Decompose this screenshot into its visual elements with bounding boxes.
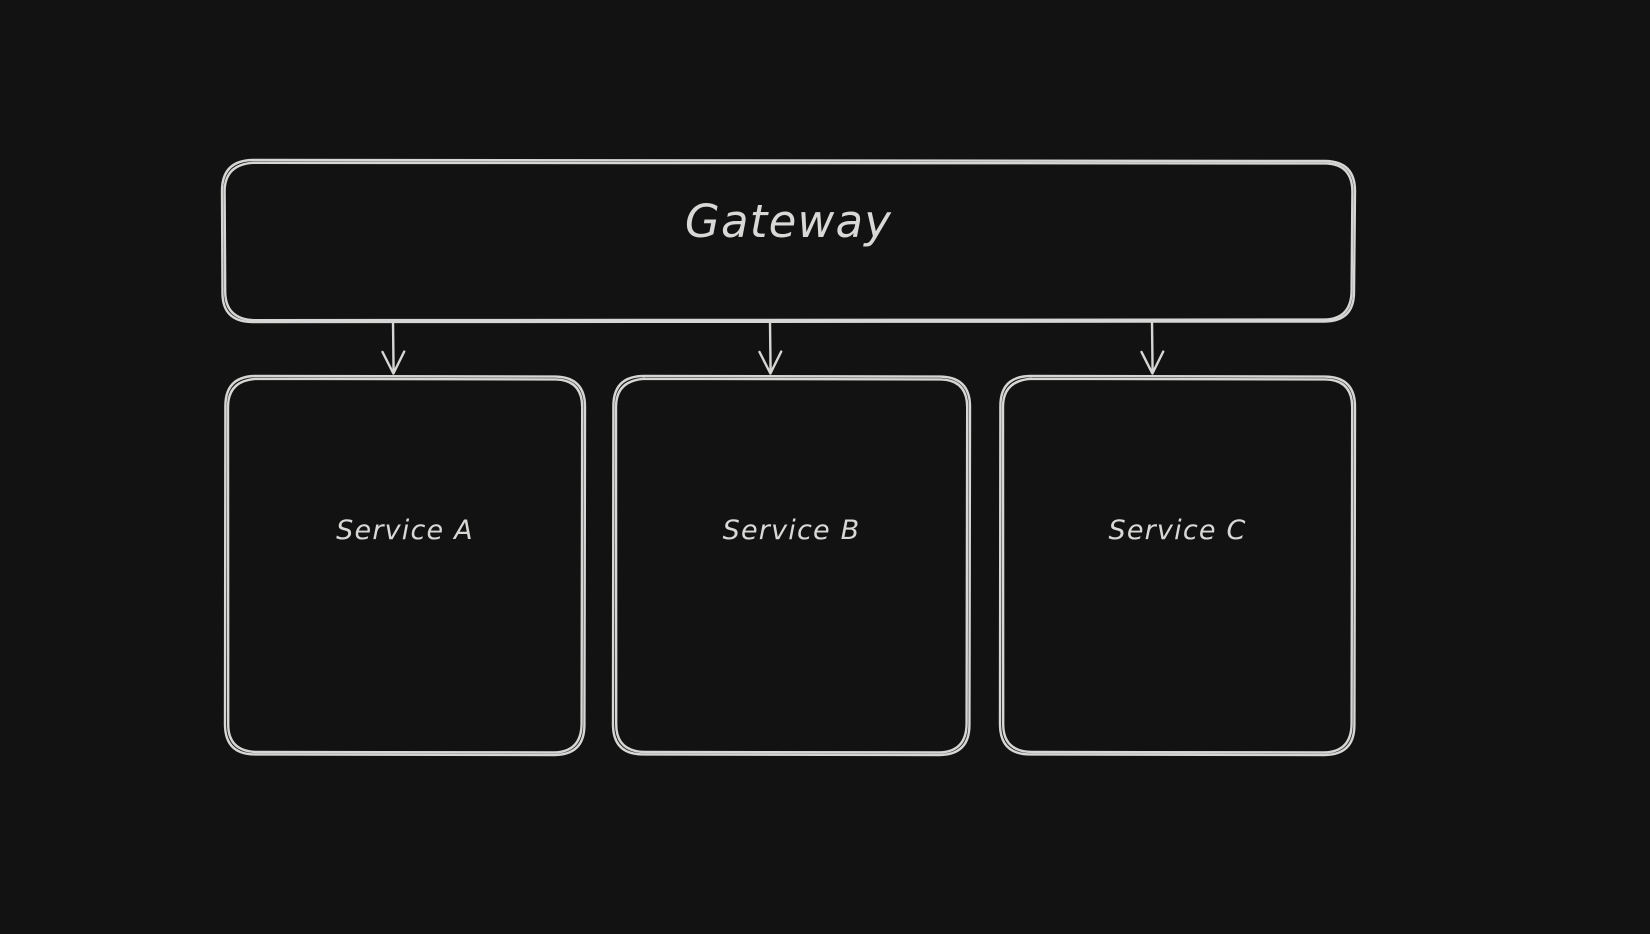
service-b-box-outline xyxy=(611,374,972,757)
service-c-box-outline xyxy=(998,374,1357,757)
node-gateway[interactable] xyxy=(222,160,1355,322)
arrow-gateway-to-service-b xyxy=(758,320,783,375)
node-service-a[interactable] xyxy=(225,376,585,755)
arrow-gateway-to-service-c xyxy=(1140,320,1165,375)
gateway-box-outline xyxy=(220,158,1357,324)
node-service-b[interactable] xyxy=(613,376,970,755)
arrow-gateway-to-service-a xyxy=(381,320,406,375)
node-service-c[interactable] xyxy=(1000,376,1355,755)
service-a-box-outline xyxy=(223,374,587,757)
